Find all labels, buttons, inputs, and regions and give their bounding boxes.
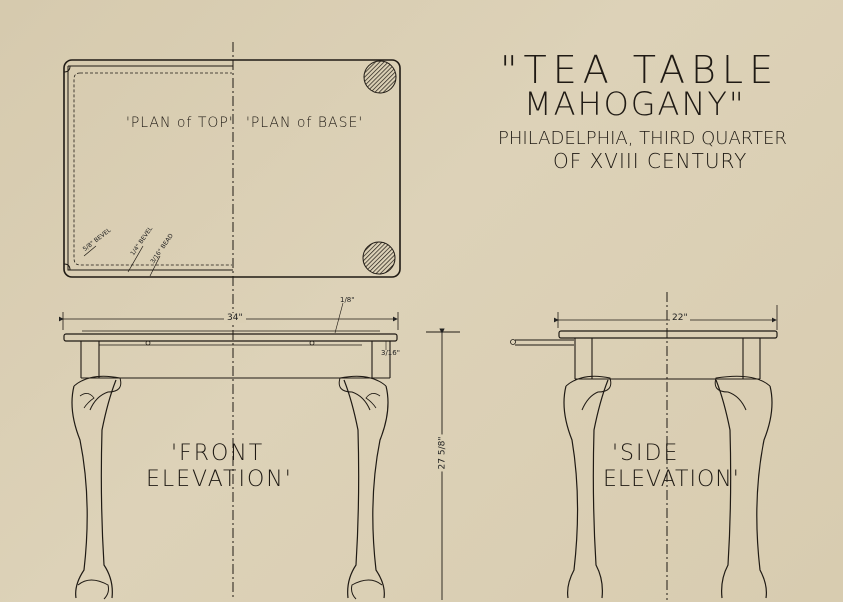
plan-of-base-label: 'PLAN of BASE': [246, 115, 364, 131]
side-width-dimension: 22": [670, 313, 690, 323]
title-line-1: "TEA TABLE: [500, 48, 780, 92]
front-elevation-label-line-2: ELEVATION': [146, 467, 293, 492]
side-elevation-label-line-1: 'SIDE: [612, 441, 680, 466]
side-elevation-label-line-2: ELEVATION': [603, 467, 740, 492]
title-line-2: MAHOGANY": [524, 85, 746, 123]
plan-of-top-label: 'PLAN of TOP': [126, 115, 234, 131]
subtitle-line-2: OF XVIII CENTURY: [553, 149, 748, 173]
edge-dimension: 3/16": [381, 349, 400, 357]
subtitle-line-1: PHILADELPHIA, THIRD QUARTER: [498, 128, 787, 149]
front-width-dimension: 34": [224, 313, 246, 323]
top-thickness-dimension: 1/8": [340, 296, 355, 304]
front-elevation-label-line-1: 'FRONT: [171, 441, 265, 466]
side-elevation: [510, 292, 778, 600]
overall-height-dimension: 27 5/8": [437, 434, 448, 472]
